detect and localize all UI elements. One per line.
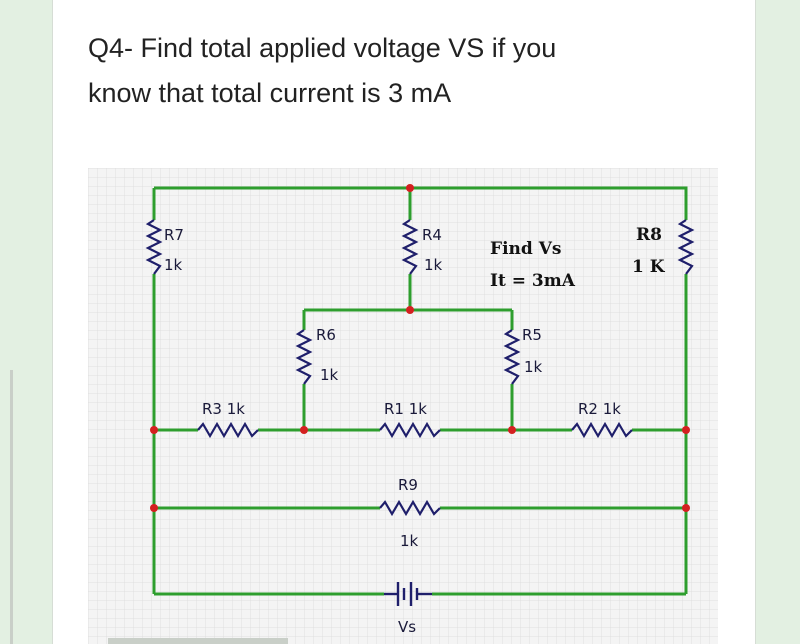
- label-r6-value: 1k: [320, 366, 339, 384]
- resistor-r6: [295, 329, 313, 385]
- label-r5-value: 1k: [524, 358, 543, 376]
- label-r2: R2 1k: [578, 400, 621, 418]
- resistor-r5: [503, 329, 521, 385]
- battery-vs: [384, 582, 432, 606]
- label-current: It = 3mA: [490, 271, 576, 291]
- label-r6-name: R6: [316, 326, 336, 344]
- label-r3: R3 1k: [202, 400, 245, 418]
- node-row-right: [682, 426, 690, 434]
- resistor-r3: [197, 421, 259, 439]
- resistor-r8: [677, 219, 695, 275]
- resistor-r9: [379, 499, 441, 517]
- label-r4-name: R4: [422, 226, 442, 244]
- label-r8-name: R8: [636, 225, 662, 245]
- resistor-r4: [401, 219, 419, 275]
- circuit-diagram: R7 1k R4 1k Find Vs It = 3mA R8 1 K R6 1…: [88, 168, 718, 644]
- label-r7-name: R7: [164, 226, 184, 244]
- resistor-r2: [571, 421, 633, 439]
- left-margin: [0, 0, 48, 644]
- question-text: Q4- Find total applied voltage VS if you…: [88, 26, 728, 116]
- label-r4-value: 1k: [424, 256, 443, 274]
- left-scroll-rule: [10, 370, 13, 644]
- label-source: Vs: [398, 618, 416, 636]
- node-row-left: [150, 426, 158, 434]
- node-r9-right: [682, 504, 690, 512]
- label-r8-value: 1 K: [632, 257, 666, 277]
- node-middle-center: [406, 306, 414, 314]
- wires: [152, 186, 688, 596]
- node-top-center: [406, 184, 414, 192]
- question-line-2: know that total current is 3 mA: [88, 78, 452, 108]
- label-r9-value: 1k: [400, 532, 419, 550]
- nodes: [150, 184, 690, 512]
- label-r9-name: R9: [398, 476, 418, 494]
- node-row-r6: [300, 426, 308, 434]
- node-r9-left: [150, 504, 158, 512]
- question-line-1: Q4- Find total applied voltage VS if you: [88, 33, 557, 63]
- bottom-scroll-bar: [108, 638, 288, 644]
- label-r7-value: 1k: [164, 256, 183, 274]
- label-r5-name: R5: [522, 326, 542, 344]
- label-r1: R1 1k: [384, 400, 427, 418]
- label-find: Find Vs: [490, 239, 561, 259]
- wire-top-rail: [154, 186, 688, 220]
- node-row-r5: [508, 426, 516, 434]
- resistor-r7: [145, 219, 163, 275]
- resistors: [145, 219, 695, 517]
- resistor-r1: [379, 421, 441, 439]
